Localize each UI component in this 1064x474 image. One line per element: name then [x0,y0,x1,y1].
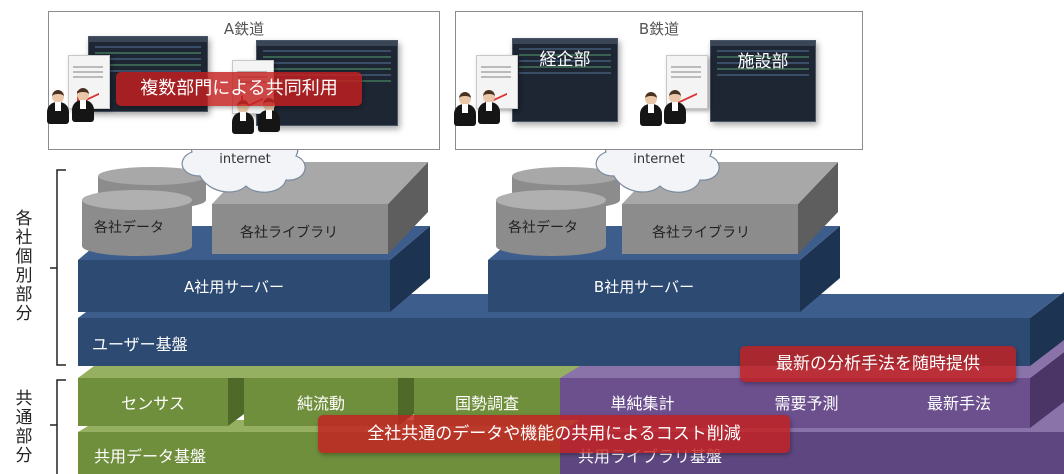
b-library-label: 各社ライブラリ [652,225,750,241]
data-item-flow: 純流動 [296,394,345,413]
a-data-label: 各社データ [94,220,164,236]
library-item-latest-method: 最新手法 [926,394,991,413]
b-user-icon-2 [478,90,500,124]
b-user-icon-3 [640,92,662,126]
b-data-label: 各社データ [508,220,578,236]
library-item-simple-aggregation: 単純集計 [610,394,675,413]
b-department-label-2: 施設部 [737,52,789,72]
a-library-label: 各社ライブラリ [240,225,338,241]
a-company-title: A鉄道 [223,20,265,38]
b-dashboard-screen-1: 経企部 [512,38,618,122]
b-company-title: B鉄道 [638,20,680,38]
a-report-icon-1 [68,55,110,109]
b-data-cylinder [496,167,620,256]
b-department-label-1: 経企部 [539,50,591,70]
shared-use-banner: 複数部門による共同利用 [116,72,362,106]
data-item-national-census: 国勢調査 [454,394,519,413]
user-platform-label: ユーザー基盤 [92,335,188,354]
a-user-icon-1 [47,90,69,124]
b-server-label: B社用サーバー [593,278,695,296]
brace-common [50,379,66,474]
latest-method-banner: 最新の分析手法を随時提供 [740,346,1016,382]
a-server-label: A社用サーバー [183,278,285,296]
data-platform-label: 共用データ基盤 [94,447,207,466]
b-dashboard-screen-2: 施設部 [710,40,816,122]
cost-reduction-banner: 全社共通のデータや機能の共用によるコスト削減 [318,415,790,453]
b-user-icon-4 [664,90,686,124]
data-item-census: センサス [121,394,185,413]
a-data-cylinder [82,167,206,256]
data-cells [78,366,580,426]
individual-section-label: 各 社 個 別 部 分 [15,209,33,324]
a-internet-label: internet [219,152,271,167]
a-user-icon-2 [72,88,94,122]
b-internet-label: internet [633,152,685,167]
common-section-label: 共 通 部 分 [15,389,33,466]
b-user-icon-1 [454,92,476,126]
library-item-demand-forecast: 需要予測 [774,394,839,413]
brace-individual [50,169,66,366]
